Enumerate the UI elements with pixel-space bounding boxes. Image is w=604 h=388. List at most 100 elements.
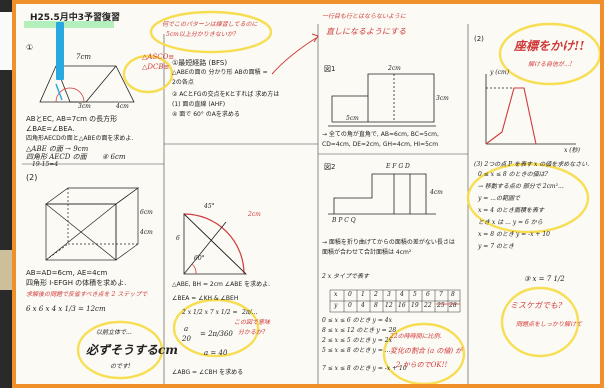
col4-question: (3) 2つの点 P を表す x の値を求めなさい. <box>474 161 590 168</box>
bottom-note: 以前立体で... <box>96 329 132 336</box>
top-bubble-line-2: 5cm以上分かりきないか? <box>166 31 237 38</box>
figure-trapezoid <box>39 65 135 103</box>
left-edge-tan <box>0 250 12 290</box>
fraction-equation: = 2π/360 <box>200 330 233 338</box>
label-3cm: 3cm <box>78 103 91 110</box>
table-cell: 25 <box>437 302 445 309</box>
bottom-small-note: のです! <box>110 363 131 370</box>
answer-line-a: △ABE の面 → 9cm <box>26 145 89 153</box>
left-edge-white <box>0 12 12 70</box>
cube-label-6cm: 6cm <box>140 209 153 216</box>
stair-label-2cm: 2cm <box>388 65 401 72</box>
col4-big-red-sub: 解ける自信が...! <box>528 61 573 68</box>
red-annotations <box>271 33 460 305</box>
fraction-top: a <box>184 325 189 333</box>
sector-label-6: 6 <box>176 235 180 242</box>
worksheet-sheet: H25.5月中3予習復習 ① 7cm △ASCO≡ △DCB≡ 3cm 4cm … <box>12 0 604 388</box>
equation-line: 8 ≤ x ≤ 12 のとき y = 28 <box>322 327 397 334</box>
top-bubble-line-1: 何でこのパターンは練習してるのに <box>162 21 258 28</box>
figure-cube <box>44 187 140 261</box>
col4-note-5: x = 8 のとき y = -x + 10 <box>478 231 550 238</box>
table-cell: x <box>334 291 338 298</box>
col2-line-6: ④ 面で 60° のAを求める <box>172 111 240 118</box>
col3-bubble-2: 変化の割合 (a の値) が <box>390 347 463 355</box>
cube-calc: 6 x 6 x 4 x 1/3 = 12cm <box>26 305 106 313</box>
col3-desc-4: 面積が合わせて合計面積は 4cm² <box>322 249 412 256</box>
table-cell: 16 <box>398 302 406 309</box>
answer-line-d: ④ 6cm <box>102 153 126 161</box>
table-cell: 4 <box>361 302 365 309</box>
col3-bubble-1: 22の時時間に比例. <box>390 333 442 340</box>
fraction-bottom: 20 <box>182 335 191 343</box>
col4-note-1: → 移動する点の 部分で 2cm²... <box>478 183 564 190</box>
statement-line-1: ABとEC, AB=7cm の長方形 <box>26 115 118 123</box>
blue-pen-icon <box>56 22 64 80</box>
label-7cm: 7cm <box>76 53 92 61</box>
cube-red-note: 求解後の問題で反省すべき点を 2 ステップで <box>26 291 148 298</box>
figure-graph <box>485 74 576 145</box>
table-cell: 7 <box>439 291 443 298</box>
col2-question-3: ∠BEA = ∠KH & ∠BEH <box>172 295 239 302</box>
cube-question: 四角形 I-EFGH の体積を求めよ. <box>26 279 127 287</box>
equation-line: 0 ≤ x ≤ 6 のとき y = 4x <box>322 317 392 324</box>
graph-x-label: x (秒) <box>564 147 580 154</box>
table-cell: 1 <box>361 291 365 298</box>
table-cell: 19 <box>411 302 419 309</box>
col2-last-line: ∠ABG = ∠CBH を求める <box>172 369 244 376</box>
table-cell: 12 <box>385 302 393 309</box>
pen-tip <box>55 83 63 101</box>
col4-note-6: y = 7 のとき <box>478 243 514 250</box>
col2-line-1: ①最短経路 (BFS) <box>172 59 228 67</box>
table-cell: 2 <box>374 291 378 298</box>
sector-formula: 2 x 1/2 x 7 x 1/2 = <box>182 309 238 316</box>
table-cell: 8 <box>374 302 378 309</box>
col4-answer: ③ x = 7 1/2 <box>524 275 565 283</box>
stair2-label-4cm: 4cm <box>430 189 443 196</box>
sector-label-2cm: 2cm <box>248 211 261 218</box>
table-cell: 5 <box>413 291 417 298</box>
statement-line-2: ∠BAE=∠BEA. <box>26 125 75 133</box>
col4-bubble-big: ミスケガでも? <box>510 301 563 310</box>
table-cell: 22 <box>424 302 432 309</box>
statement-line-3: 四角形AECDの面と△ABEの面を求めよ. <box>26 135 134 142</box>
stair-label-3cm: 3cm <box>436 95 449 102</box>
figure-2-top-points: E F G D <box>386 163 410 170</box>
note-dcb: △DCB≡ <box>142 63 170 71</box>
col4-question-b: 0 ≤ x ≤ 8 のときの値は? <box>478 171 548 178</box>
figure-stairs-2 <box>328 173 436 215</box>
sector-label-60: 60° <box>194 255 205 262</box>
table-cell: 28 <box>449 302 457 309</box>
sector-bubble-note-2: 分かるか? <box>238 329 266 336</box>
sector-formula-answer: 2π/... <box>242 309 258 316</box>
graph-y-label: y (cm) <box>490 69 510 76</box>
cube-given: AB=AD=6cm, AE=4cm <box>26 269 108 277</box>
answer-line-c: 19-15=4 <box>32 161 59 168</box>
figure-2-bottom-points: B P C Q <box>332 217 356 224</box>
col2-line-3: 2の各点 <box>172 79 194 86</box>
figure-1-label: 図1 <box>324 65 336 73</box>
figure-sector <box>183 213 247 275</box>
left-edge-strip <box>0 0 12 388</box>
col2-line-5: (1) 面の直線 (AHF) <box>172 101 226 108</box>
bottom-big-note: 必ずそうするcm <box>86 343 179 357</box>
col3-bubble-3: 2 からのでOK!! <box>396 361 448 369</box>
figure-stairs-1 <box>328 73 436 127</box>
header-highlight <box>24 21 114 28</box>
table-cell: 6 <box>426 291 430 298</box>
label-4cm: 4cm <box>116 103 129 110</box>
col4-note-3: x = 4 のとき面積を表す <box>478 207 544 214</box>
col2-line-2: △ABEの面の 分かり形 ABの面積 = <box>172 69 268 76</box>
table-cell: 8 <box>451 291 455 298</box>
col4-bubble-sub: 問題点をしっかり解けて <box>516 321 583 328</box>
col3-section-2: 2 x タイプで表す <box>322 273 370 280</box>
problem-number: ① <box>26 43 34 52</box>
yellow-highlight-rings <box>76 10 600 384</box>
xy-table-grid <box>329 289 461 313</box>
equation-line: 2 ≤ x ≤ 5 のとき y = 2x <box>322 337 392 344</box>
equation-line: 7 ≤ x ≤ 8 のとき y = -x + 10 <box>322 365 407 372</box>
col4-header: (2) <box>474 35 484 43</box>
table-cell: 3 <box>387 291 391 298</box>
equation-line: 5 ≤ x ≤ 8 のとき y = ... <box>322 347 391 354</box>
sector-bubble-note-1: この図で意味 <box>234 319 271 326</box>
stair-label-5cm: 5cm <box>346 115 359 122</box>
